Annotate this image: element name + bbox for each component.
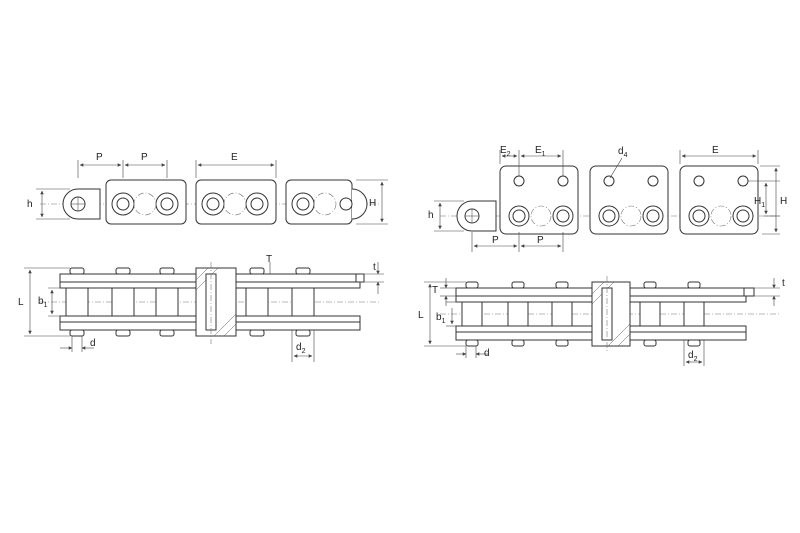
label-d2: d2 bbox=[688, 350, 698, 363]
label-b1: b1 bbox=[436, 312, 446, 325]
right-labels: E2 E1 d4 E h H1 H P P t T L b1 d d2 bbox=[418, 145, 787, 363]
label-attachment-spacing: E bbox=[231, 152, 238, 163]
label-pitch-2: P bbox=[537, 235, 544, 246]
label-H1: H1 bbox=[754, 196, 765, 209]
right-plan-view bbox=[424, 276, 780, 366]
label-L: L bbox=[18, 297, 24, 308]
right-elevation-view bbox=[434, 150, 780, 252]
label-H: H bbox=[369, 198, 376, 209]
label-h: h bbox=[27, 199, 33, 210]
label-d: d bbox=[90, 338, 96, 349]
label-E2: E2 bbox=[500, 145, 511, 158]
label-T: T bbox=[266, 254, 272, 265]
label-pitch-1: P bbox=[96, 152, 103, 163]
label-d: d bbox=[484, 348, 490, 359]
label-h: h bbox=[428, 210, 434, 221]
left-plan-view bbox=[24, 262, 384, 362]
label-pitch-2: P bbox=[141, 152, 148, 163]
left-labels: P P E h H t T L b1 d d2 bbox=[18, 152, 376, 355]
label-b1: b1 bbox=[38, 296, 48, 309]
label-d2: d2 bbox=[296, 342, 306, 355]
label-attachment-spacing: E bbox=[712, 145, 719, 156]
label-T: T bbox=[432, 285, 438, 296]
label-L: L bbox=[418, 310, 424, 321]
left-elevation-view bbox=[36, 160, 388, 225]
label-E1: E1 bbox=[535, 145, 546, 158]
label-pitch-1: P bbox=[492, 235, 499, 246]
label-t: t bbox=[782, 278, 785, 289]
label-H: H bbox=[780, 196, 787, 207]
label-d4: d4 bbox=[618, 146, 628, 159]
label-t: t bbox=[373, 262, 376, 273]
